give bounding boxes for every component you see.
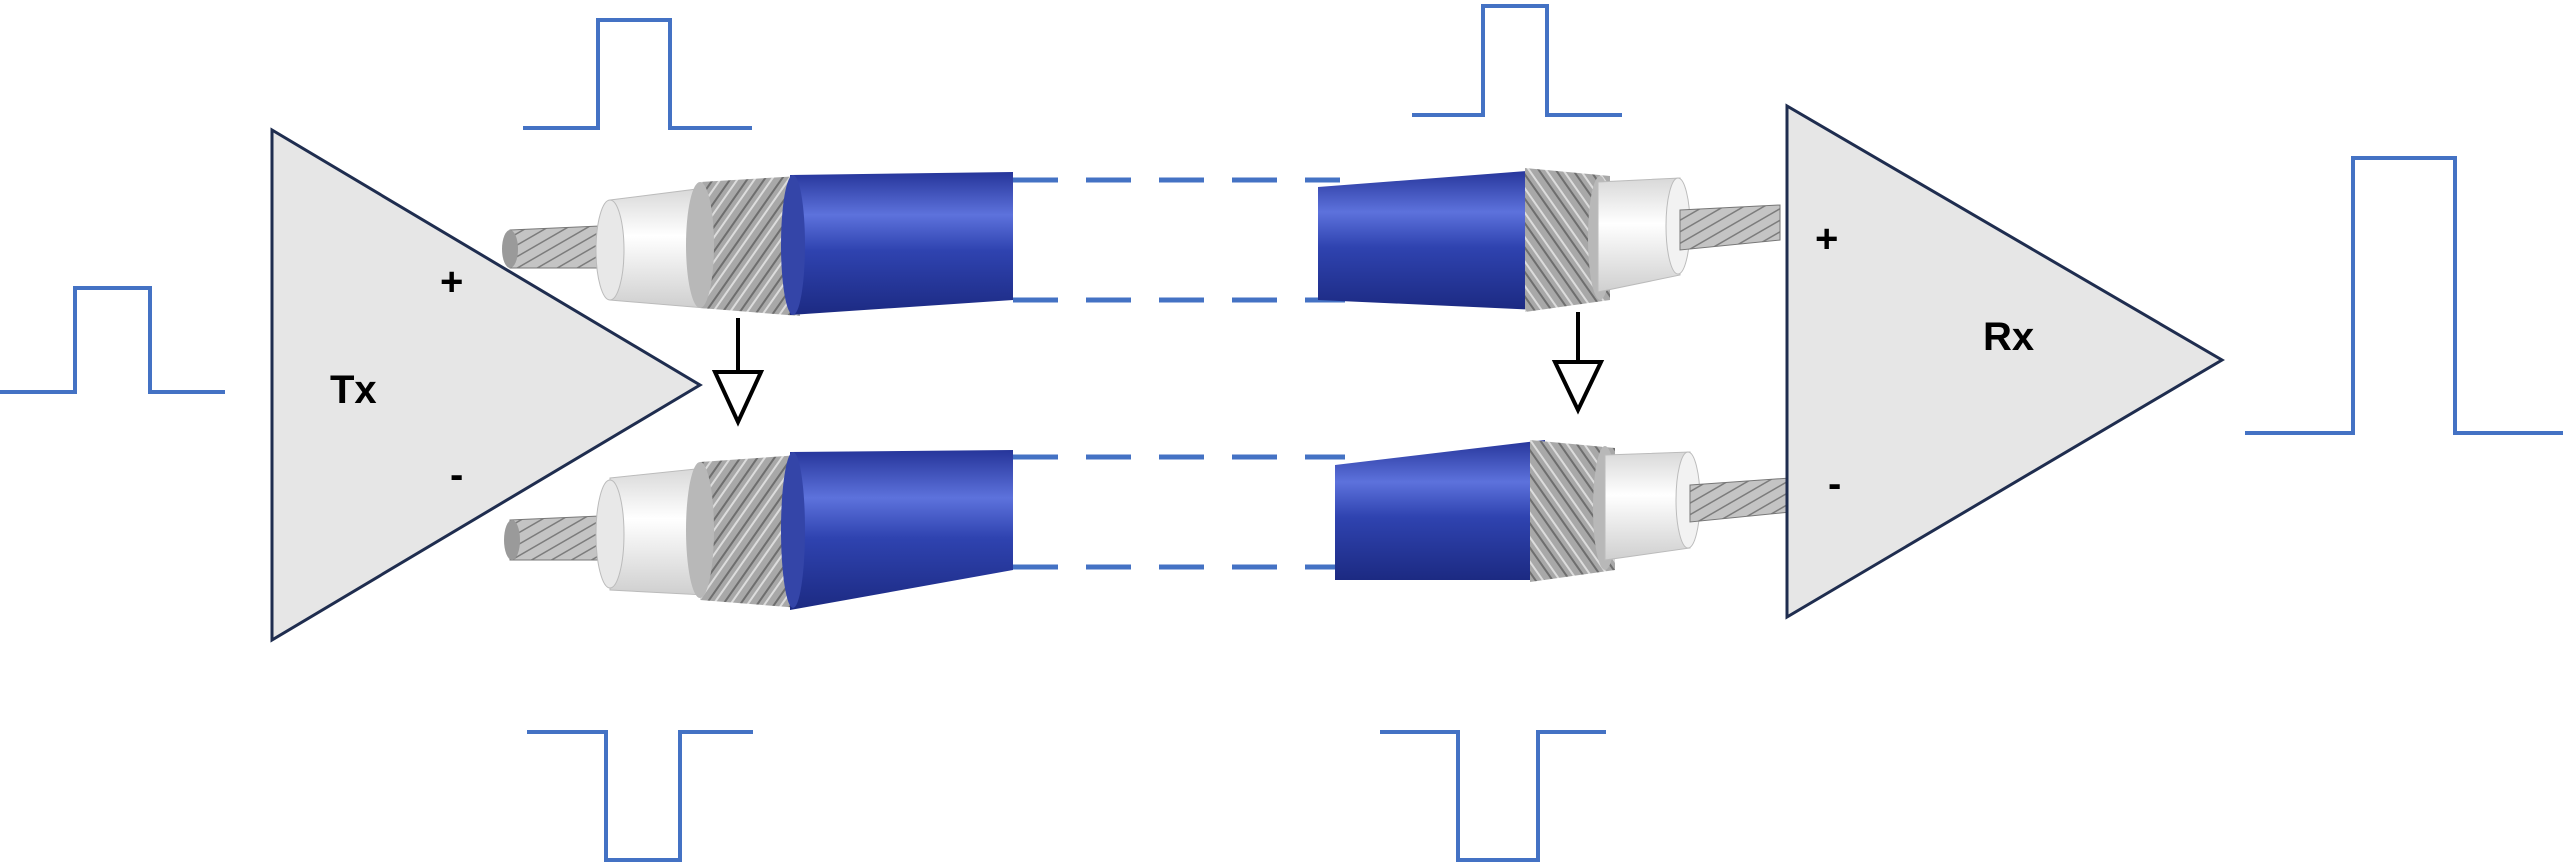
tx-minus-inverted-pulse-waveform-icon [527, 730, 753, 862]
ground-symbol-right-icon [1551, 312, 1605, 415]
coax-cable-bottom-left-icon [504, 450, 1013, 610]
input-pulse-waveform-icon [0, 286, 225, 394]
output-pulse-waveform-icon [2245, 156, 2563, 435]
rx-plus-pulse-waveform-icon [1412, 4, 1622, 117]
coax-cable-top-left-icon [502, 172, 1013, 316]
rx-minus-inverted-pulse-waveform-icon [1380, 730, 1606, 862]
tx-minus-label: - [450, 453, 463, 497]
tx-label: Tx [330, 368, 377, 412]
rx-plus-label: + [1815, 217, 1838, 261]
tx-plus-label: + [440, 260, 463, 304]
ground-symbol-left-icon [711, 318, 765, 427]
rx-label: Rx [1983, 315, 2034, 359]
transmitter-amplifier-icon: Tx + - [270, 127, 703, 643]
receiver-amplifier-icon: Rx + - [1785, 103, 2225, 620]
cable-continuation-dashes [1013, 177, 1345, 570]
coax-cable-top-right-icon [1318, 168, 1781, 312]
tx-plus-pulse-waveform-icon [523, 18, 752, 130]
rx-minus-label: - [1828, 462, 1841, 506]
coax-cable-bottom-right-icon [1335, 440, 1791, 582]
